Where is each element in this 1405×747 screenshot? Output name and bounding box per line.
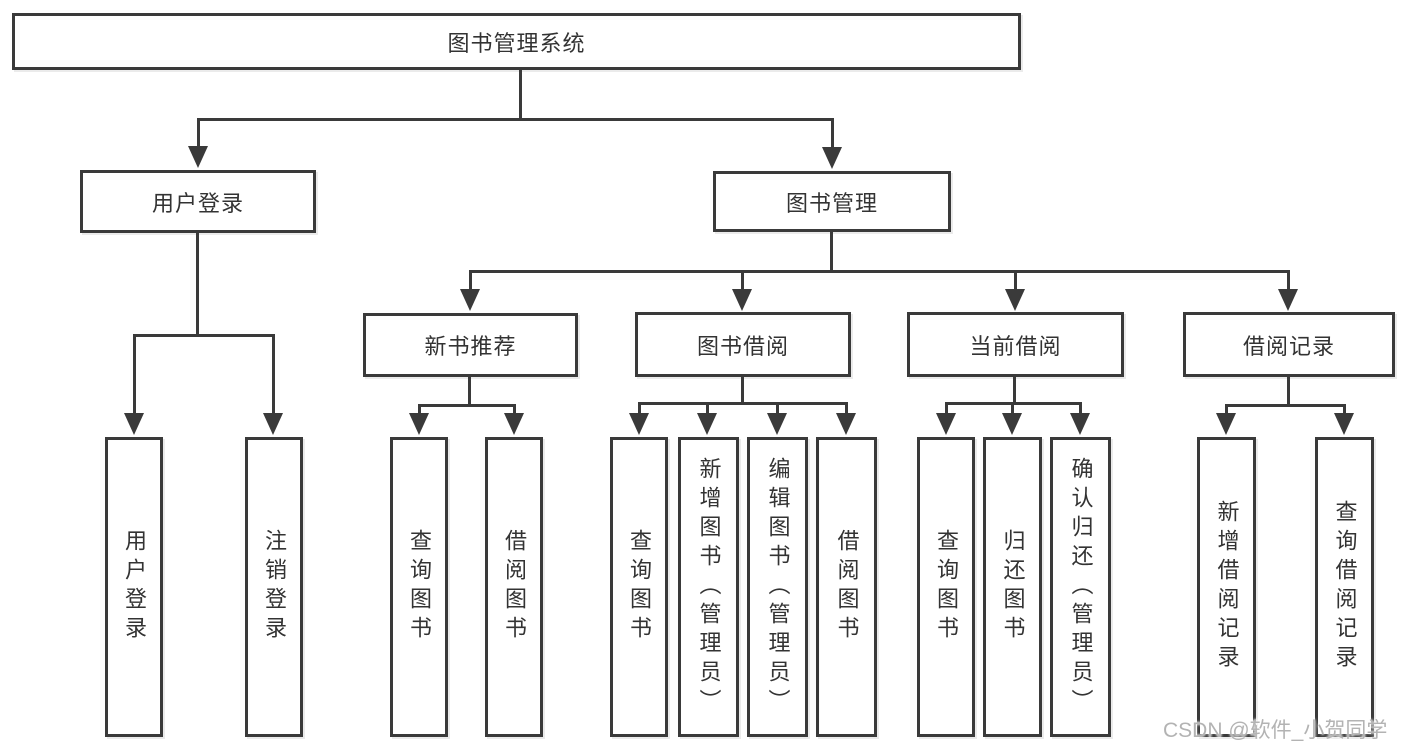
node-root: 图书管理系统	[12, 13, 1021, 70]
leaf-borrow-add-books-admin-label: 新增图书（管理员）	[696, 456, 722, 718]
leaf-borrow-query-books-label: 查询图书	[627, 529, 652, 645]
leaf-current-return-books-label: 归还图书	[1000, 529, 1026, 645]
arrowhead	[1070, 413, 1090, 435]
leaf-user-login-label: 用户登录	[122, 529, 147, 645]
connector-jilu-split	[1225, 404, 1345, 407]
connector-root-stem	[519, 68, 522, 120]
arrowhead	[1005, 289, 1025, 311]
connector-leaf-drop	[706, 402, 709, 415]
node-book-borrow-label: 图书借阅	[696, 333, 789, 359]
arrowhead	[1002, 413, 1022, 435]
node-borrow-records: 借阅记录	[1183, 312, 1395, 377]
arrowhead	[504, 413, 524, 435]
connector-leaf-drop	[845, 402, 848, 415]
node-book-borrow: 图书借阅	[635, 312, 851, 377]
connector-l3-drop	[469, 270, 472, 290]
leaf-borrow-add-books-admin: 新增图书（管理员）	[678, 437, 739, 737]
csdn-watermark: CSDN @软件_小贺同学	[1163, 719, 1388, 742]
leaf-logout-label: 注销登录	[262, 529, 287, 645]
arrowhead	[697, 413, 717, 435]
leaf-recommend-borrow-books: 借阅图书	[485, 437, 543, 737]
connector-l3-drop	[1014, 270, 1017, 290]
leaf-current-query-books: 查询图书	[917, 437, 975, 737]
connector-leaf-drop	[1343, 404, 1346, 416]
leaf-recommend-query-books-label: 查询图书	[407, 529, 432, 645]
connector-leaf-drop	[638, 402, 641, 415]
connector-leaf-drop	[1225, 404, 1228, 416]
node-user-login: 用户登录	[80, 170, 316, 233]
connector-leaf-drop	[1079, 402, 1082, 415]
connector-l3-drop	[1287, 270, 1290, 290]
node-new-book-recommend-label: 新书推荐	[424, 334, 517, 359]
node-current-borrow: 当前借阅	[907, 312, 1124, 377]
arrowhead	[460, 289, 480, 311]
connector-leaf-drop	[945, 402, 948, 415]
connector-dangqian-stem	[1013, 376, 1016, 404]
connector-book-mgmt-split	[469, 270, 1289, 273]
node-user-login-label: 用户登录	[151, 190, 244, 216]
connector-xinshu-split	[418, 404, 515, 407]
connector-user-login-drop	[197, 118, 200, 150]
leaf-borrow-borrow-books: 借阅图书	[816, 437, 877, 737]
connector-user-login-stem	[196, 232, 199, 336]
connector-leaf-drop	[1011, 402, 1014, 415]
connector-jieyue-stem	[741, 376, 744, 404]
arrowhead	[836, 413, 856, 435]
leaf-recommend-query-books: 查询图书	[390, 437, 448, 737]
node-book-management-label: 图书管理	[785, 190, 878, 216]
connector-l3-drop	[741, 270, 744, 290]
leaf-user-login: 用户登录	[105, 437, 163, 737]
leaf-borrow-edit-books-admin: 编辑图书（管理员）	[747, 437, 808, 737]
leaf-current-confirm-return-admin: 确认归还（管理员）	[1050, 437, 1111, 737]
leaf-records-query-record-label: 查询借阅记录	[1332, 500, 1358, 674]
leaf-logout: 注销登录	[245, 437, 303, 737]
arrowhead	[263, 413, 283, 435]
connector-leaf-drop	[513, 404, 516, 416]
arrowhead	[936, 413, 956, 435]
leaf-current-return-books: 归还图书	[983, 437, 1042, 737]
connector-jieyue-split	[638, 402, 847, 405]
leaf-borrow-edit-books-admin-label: 编辑图书（管理员）	[765, 456, 791, 718]
leaf-current-query-books-label: 查询图书	[934, 529, 959, 645]
leaf-records-add-record-label: 新增借阅记录	[1214, 500, 1240, 674]
connector-root-split	[197, 118, 833, 121]
leaf-current-confirm-return-admin-label: 确认归还（管理员）	[1068, 456, 1094, 718]
leaf-borrow-borrow-books-label: 借阅图书	[834, 529, 860, 645]
connector-leaf-drop	[776, 402, 779, 415]
arrowhead	[767, 413, 787, 435]
arrowhead	[1278, 289, 1298, 311]
node-new-book-recommend: 新书推荐	[363, 313, 578, 377]
arrowhead	[822, 147, 842, 169]
connector-book-mgmt-drop	[831, 118, 834, 150]
leaf-recommend-borrow-books-label: 借阅图书	[502, 529, 527, 645]
arrowhead	[732, 289, 752, 311]
leaf-borrow-query-books: 查询图书	[610, 437, 668, 737]
connector-jilu-stem	[1287, 376, 1290, 406]
node-current-borrow-label: 当前借阅	[969, 333, 1062, 359]
leaf-records-add-record: 新增借阅记录	[1197, 437, 1256, 737]
node-root-label: 图书管理系统	[447, 30, 586, 56]
arrowhead	[1334, 413, 1354, 435]
arrowhead	[188, 146, 208, 168]
connector-leaf-drop	[418, 404, 421, 416]
connector-user-login-split	[133, 334, 274, 337]
arrowhead	[124, 413, 144, 435]
connector-leaf-drop	[133, 334, 136, 414]
arrowhead	[629, 413, 649, 435]
node-borrow-records-label: 借阅记录	[1242, 333, 1335, 359]
connector-leaf-drop	[272, 334, 275, 414]
arrowhead	[1216, 413, 1236, 435]
connector-book-mgmt-stem	[830, 231, 833, 272]
leaf-records-query-record: 查询借阅记录	[1315, 437, 1374, 737]
node-book-management: 图书管理	[713, 171, 951, 232]
connector-xinshu-stem	[468, 376, 471, 406]
arrowhead	[409, 413, 429, 435]
